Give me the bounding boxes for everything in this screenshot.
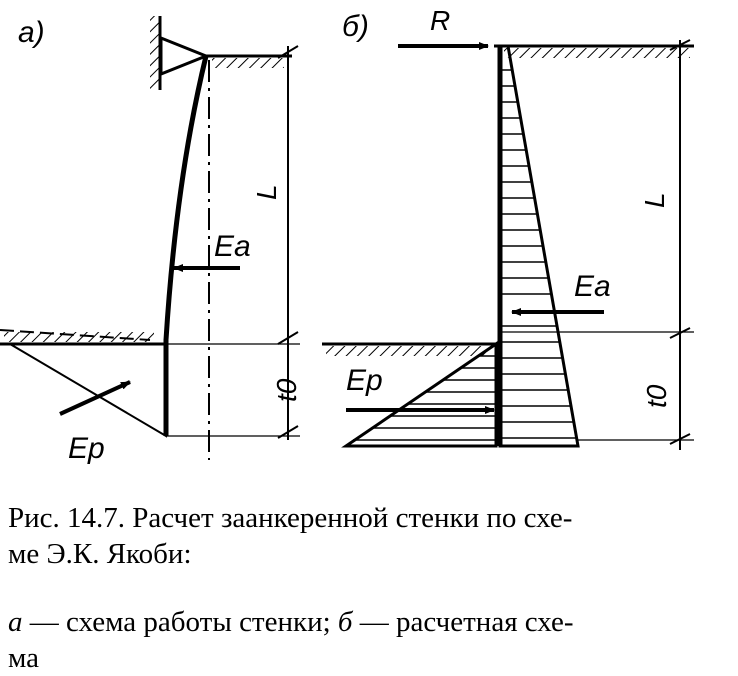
dimension-line-a: [166, 45, 300, 440]
active-pressure-diagram-b: [498, 44, 580, 448]
length-label-a: L: [251, 184, 282, 200]
ground-surface-top: [206, 54, 292, 68]
caption-line-4: ма: [8, 642, 40, 674]
passive-pressure-diagram-b: [341, 341, 498, 448]
anchor-force-label: R: [430, 5, 450, 36]
embedment-label-b: t0: [641, 384, 672, 408]
panel-a-tag: а): [18, 16, 45, 49]
dredge-line-b: [322, 342, 500, 356]
passive-pressure-label-a: Ep: [68, 432, 105, 465]
caption-text-b: — расчетная схе-: [352, 606, 574, 638]
caption-line-2: ме Э.К. Якоби:: [8, 538, 192, 570]
active-pressure-label-a: Ea: [214, 230, 251, 263]
dimension-line-b: [500, 39, 694, 450]
figure-caption-legend: а — схема работы стенки; б — расчетная с…: [8, 604, 733, 676]
passive-pressure-label-b: Ep: [346, 364, 383, 397]
caption-line-1: Рис. 14.7. Расчет заанкеренной стенки по…: [8, 502, 573, 534]
caption-key-b: б: [337, 606, 353, 638]
dredge-line-a: [0, 329, 166, 346]
caption-text-a: — схема работы стенки;: [22, 606, 338, 638]
figure-caption: Рис. 14.7. Расчет заанкеренной стенки по…: [8, 500, 733, 572]
caption-key-a: а: [8, 606, 23, 638]
passive-pressure-arrow-a: [59, 380, 131, 416]
length-label-b: L: [639, 192, 670, 208]
anchor-support-icon: [150, 16, 211, 90]
ground-surface-top-b: [494, 44, 694, 58]
anchored-wall-figure: а) L t0: [0, 5, 694, 465]
passive-pressure-diagram-a: [6, 343, 167, 438]
wall-deformed: [163, 55, 209, 436]
panel-b-tag: б): [342, 10, 369, 43]
embedment-label-a: t0: [271, 378, 302, 402]
active-pressure-label-b: Ea: [574, 270, 611, 303]
panel-a: а) L t0: [0, 16, 302, 465]
panel-b: б) R: [322, 5, 694, 450]
